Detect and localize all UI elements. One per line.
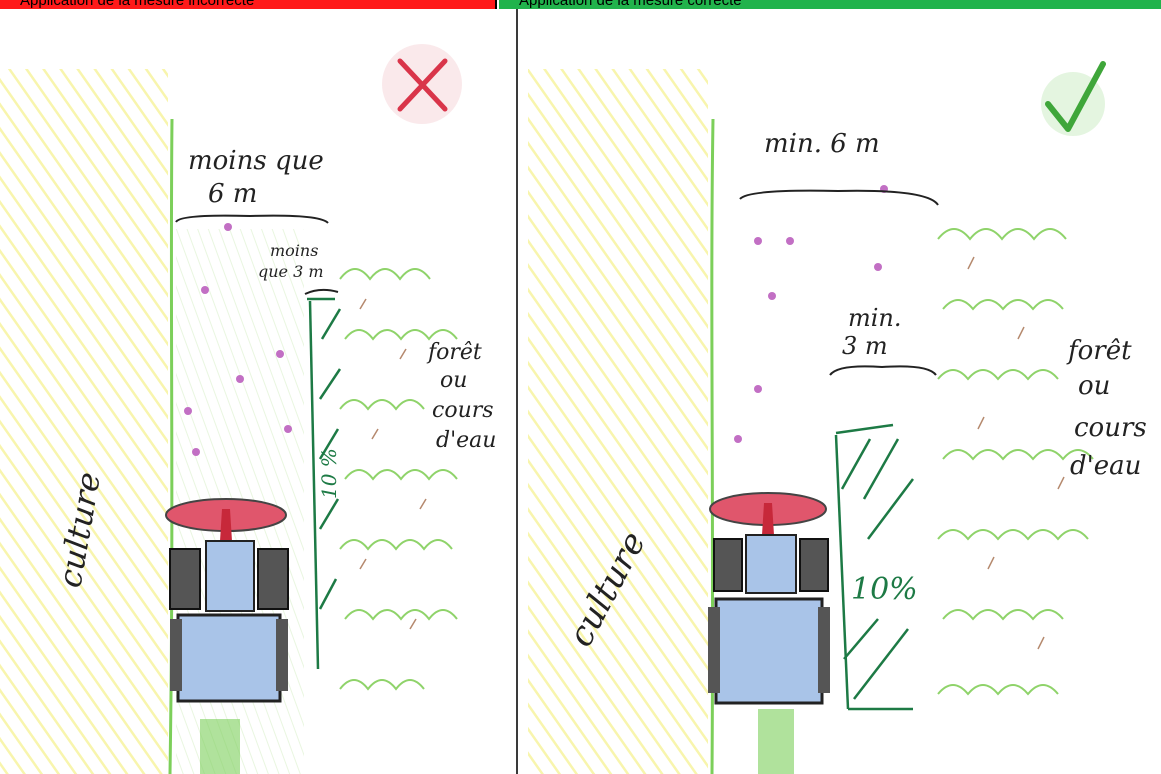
buffer-label-line2: 3 m: [842, 332, 888, 360]
header-correct: Application de la mesure correcte: [499, 0, 1161, 9]
tractor-icon: [708, 493, 830, 774]
buffer-strip: [836, 425, 913, 709]
buffer-width-brace: [305, 290, 338, 294]
strip-width-brace: [740, 191, 938, 205]
forest-label-line4: d'eau: [436, 428, 496, 453]
cross-icon: [382, 44, 462, 124]
correct-drawing: min. 6 m min. 3 m 10% forêt ou cours d'e…: [518, 9, 1161, 774]
forest-label-line4: d'eau: [1070, 451, 1141, 481]
buffer-percent-label: 10%: [851, 572, 918, 607]
forest-label-line2: ou: [1078, 371, 1110, 401]
incorrect-drawing: moins que 6 m moins que 3 m 10 % forêt o…: [0, 9, 516, 774]
strip-label: min. 6 m: [764, 129, 880, 159]
header-incorrect: Application de la mesure incorrecte: [0, 0, 497, 9]
crop-area: [0, 69, 168, 774]
forest-label-line1: forêt: [426, 340, 482, 365]
forest-label-line3: cours: [1074, 413, 1147, 443]
buffer-label-line1: min.: [848, 304, 902, 332]
strip-label-line1: moins que: [188, 146, 324, 176]
forest-twigs: [360, 299, 426, 629]
strip-label-line2: 6 m: [208, 179, 257, 209]
incorrect-panel: moins que 6 m moins que 3 m 10 % forêt o…: [0, 9, 516, 774]
correct-panel: min. 6 m min. 3 m 10% forêt ou cours d'e…: [518, 9, 1161, 774]
buffer-width-brace: [830, 366, 936, 375]
buffer-percent-label: 10 %: [317, 448, 341, 499]
buffer-label-line2: que 3 m: [258, 262, 324, 281]
check-icon: [1041, 64, 1105, 136]
forest-label-line3: cours: [432, 398, 494, 423]
forest-area: [340, 269, 457, 689]
forest-label-line2: ou: [440, 368, 467, 393]
forest-label-line1: forêt: [1066, 336, 1132, 366]
crop-area: [528, 69, 708, 774]
strip-width-brace: [176, 216, 328, 223]
buffer-label-line1: moins: [270, 241, 318, 260]
forest-twigs: [968, 257, 1064, 649]
